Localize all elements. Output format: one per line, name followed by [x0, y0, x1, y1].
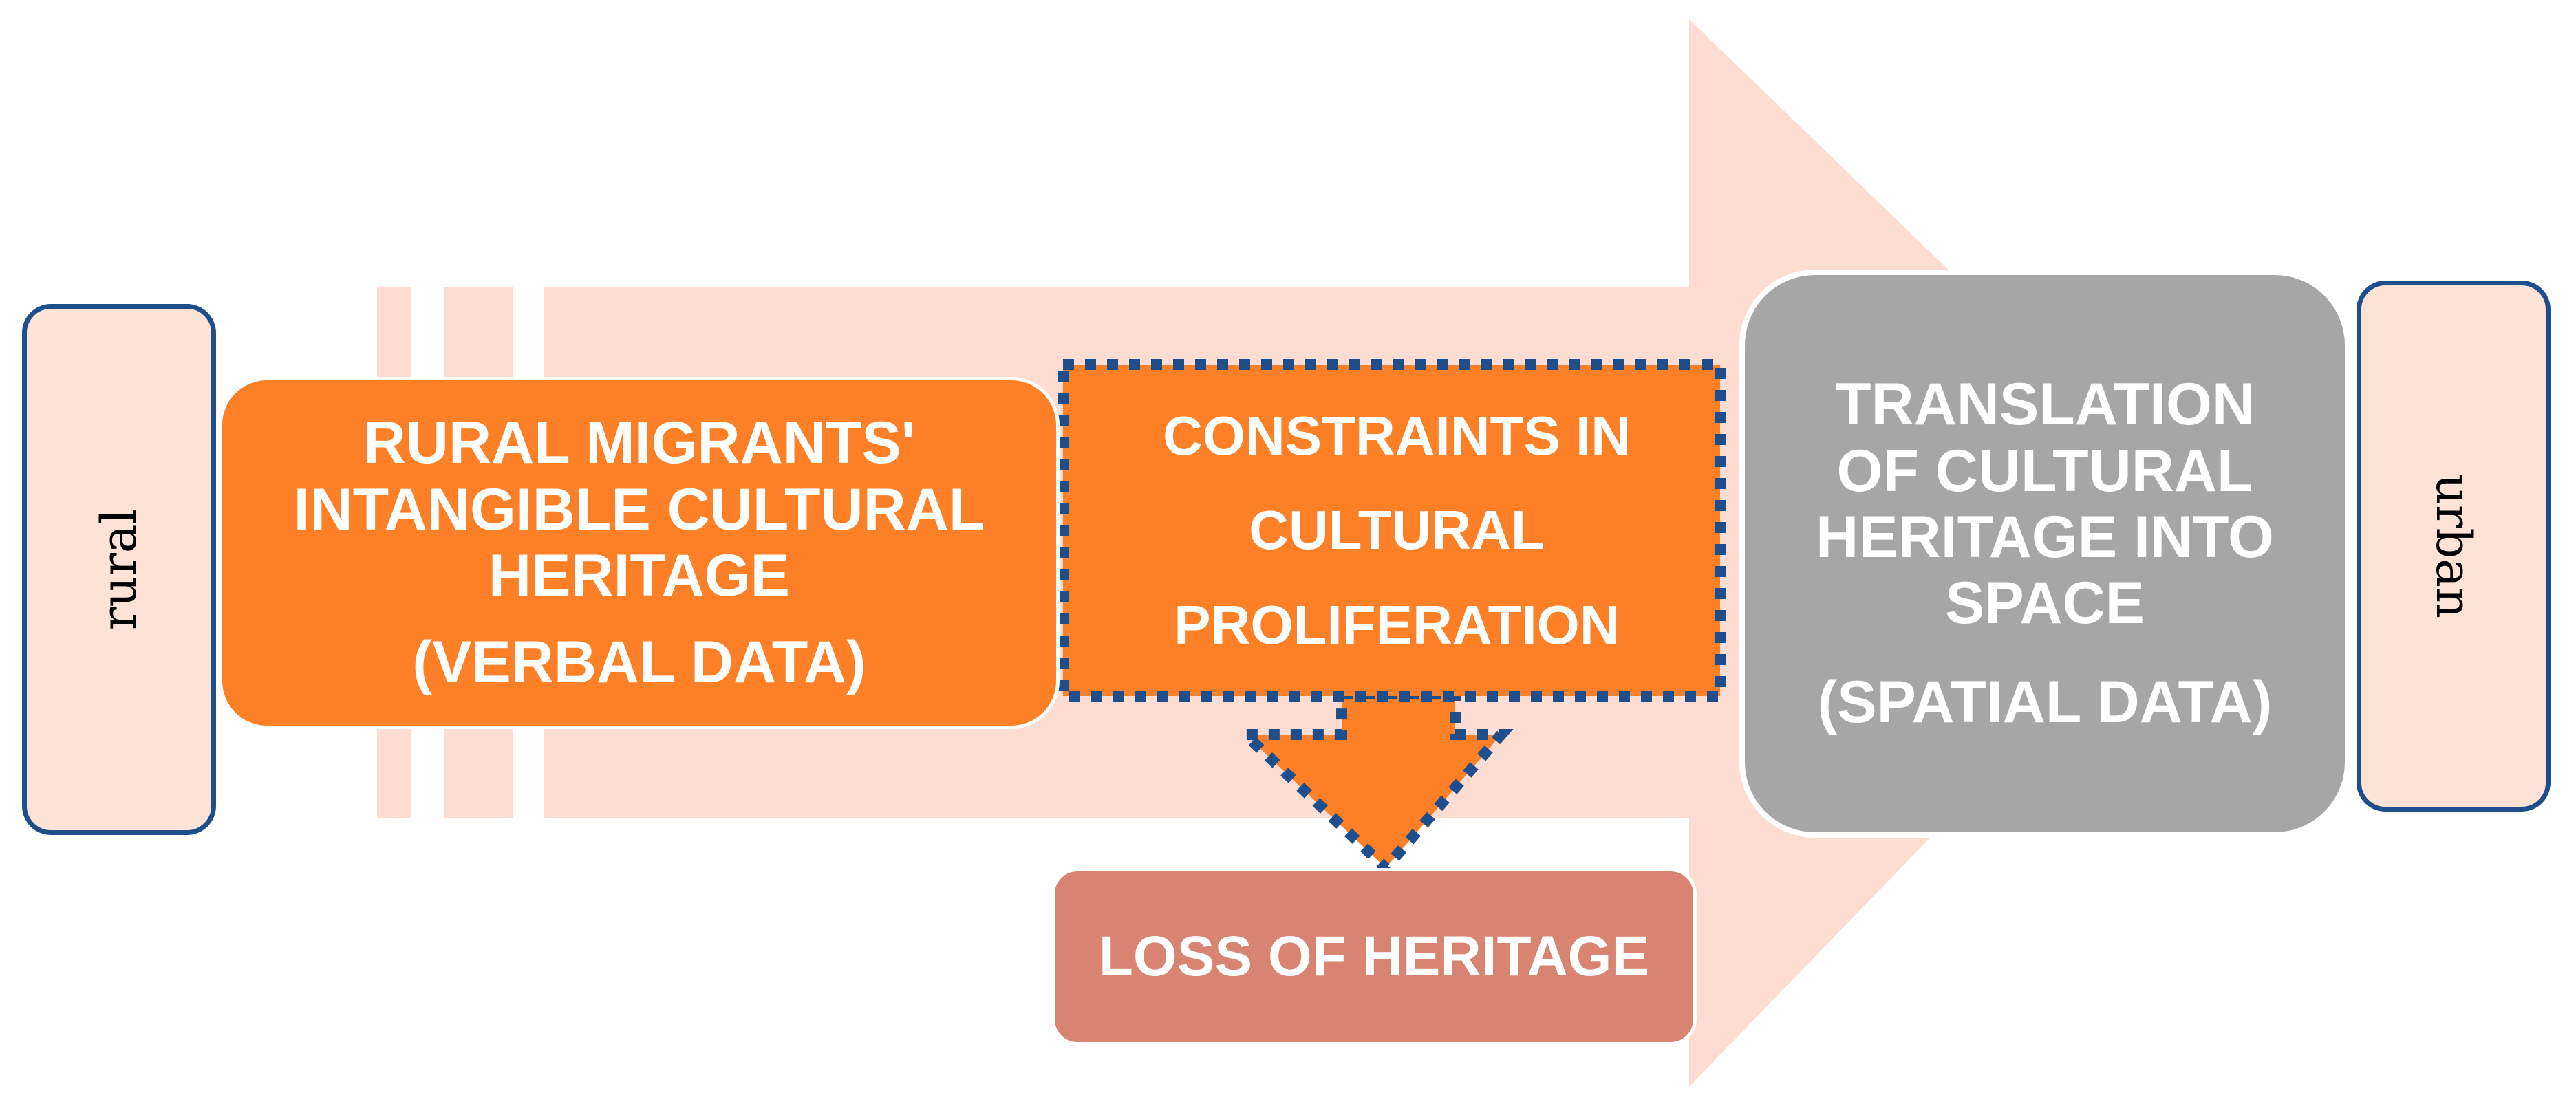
verbal-title-line-1: RURAL MIGRANTS' [363, 410, 916, 477]
spatial-title-line-3: HERITAGE INTO [1816, 503, 2274, 570]
rural-label: rural [90, 508, 147, 631]
loss-label: LOSS OF HERITAGE [1098, 925, 1650, 988]
down-arrow-icon [1231, 688, 1514, 876]
spatial-title-line-1: TRANSLATION [1835, 371, 2255, 438]
spatial-subtitle: (SPATIAL DATA) [1817, 669, 2273, 736]
constraints-line-1: CONSTRAINTS IN [1163, 404, 1631, 466]
constraints-frame [1058, 359, 1726, 876]
constraints-text: CONSTRAINTS IN CULTURAL PROLIFERATION [1063, 365, 1730, 696]
constraints-box-shape [1058, 359, 1726, 702]
loss-of-heritage-box: LOSS OF HERITAGE [1051, 868, 1697, 1045]
urban-label: urban [2425, 473, 2482, 619]
spatial-title-line-4: SPACE [1945, 570, 2145, 637]
rural-box: rural [22, 304, 216, 835]
verbal-title-line-3: HERITAGE [489, 543, 790, 609]
spatial-title-line-2: OF CULTURAL [1836, 437, 2253, 504]
verbal-title-line-2: INTANGIBLE CULTURAL [293, 476, 985, 543]
spatial-data-box: TRANSLATION OF CULTURAL HERITAGE INTO SP… [1739, 270, 2350, 838]
constraints-line-2: CULTURAL [1249, 499, 1545, 561]
urban-box: urban [2357, 281, 2551, 812]
constraints-line-3: PROLIFERATION [1174, 594, 1620, 655]
verbal-data-box: RURAL MIGRANTS' INTANGIBLE CULTURAL HERI… [219, 377, 1060, 729]
verbal-subtitle: (VERBAL DATA) [412, 629, 866, 696]
